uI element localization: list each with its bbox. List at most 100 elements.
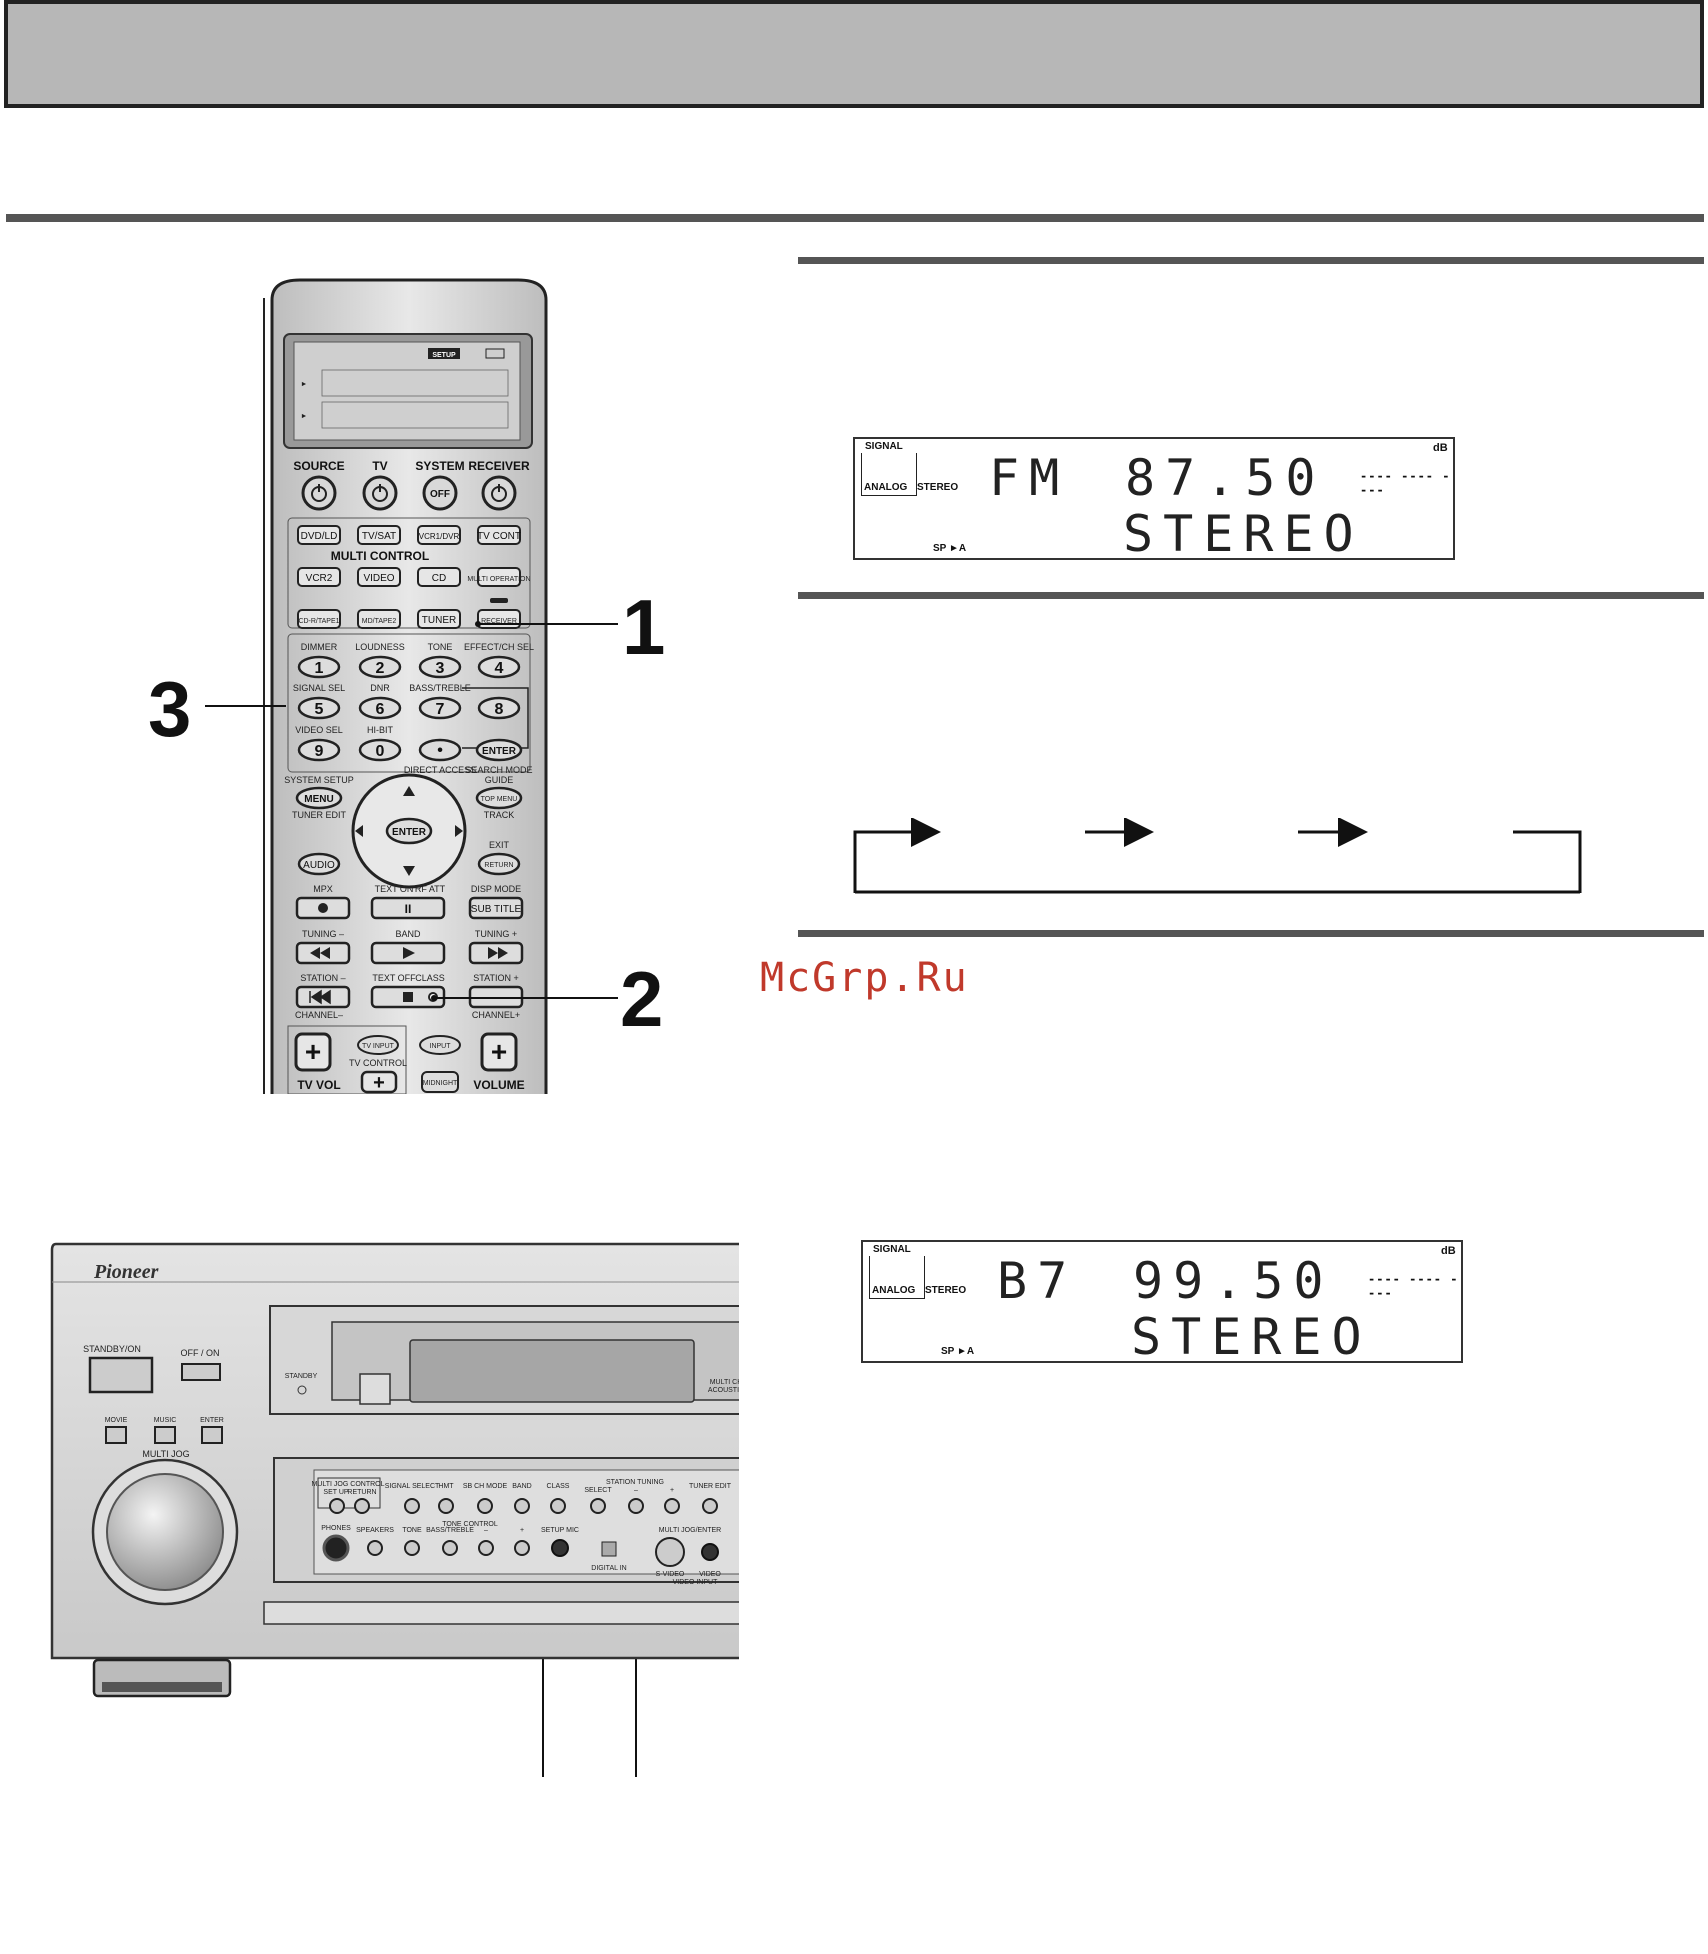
speaker-off-on-button[interactable]	[181, 1363, 221, 1381]
setup-mic-jack[interactable]	[551, 1539, 569, 1557]
tuning-minus-label: –	[634, 1487, 638, 1494]
video-button-label: VIDEO	[363, 573, 394, 584]
receiver-button-label: RECEIVER	[481, 618, 517, 625]
multi-operation-label: MULTI OPERATION	[467, 576, 530, 583]
channel-plus-label: CHANNEL+	[472, 1010, 520, 1020]
num-button-0[interactable]	[358, 738, 402, 762]
front-buttons-top[interactable]	[329, 1498, 718, 1514]
tv-control-plus-button[interactable]	[360, 1070, 398, 1094]
phones-jack[interactable]	[322, 1534, 350, 1562]
set-up-label: SET UP	[323, 1489, 348, 1496]
num-button-8[interactable]	[477, 696, 521, 720]
cycle-diagram	[853, 818, 1582, 894]
s-video-jack	[655, 1537, 685, 1567]
num-button-label: 5	[315, 701, 324, 718]
speaker-indicator: SP ►A	[941, 1346, 975, 1357]
volume-plus-button[interactable]	[480, 1032, 518, 1072]
num-button-6[interactable]	[358, 696, 402, 720]
num-button-1[interactable]	[297, 655, 341, 679]
watermark: McGrp.Ru	[760, 955, 969, 1001]
mode-buttons[interactable]	[105, 1426, 223, 1444]
num-button-caption: LOUDNESS	[355, 642, 405, 652]
svg-text:►: ►	[301, 413, 308, 420]
input-buttons-row1[interactable]	[297, 525, 521, 545]
input-button[interactable]	[419, 1035, 461, 1055]
num-button-label: 3	[436, 660, 445, 677]
volume-plus-label: +	[491, 1036, 507, 1067]
callout-2: 2	[620, 955, 664, 1043]
music-label: MUSIC	[154, 1417, 177, 1424]
pioneer-logo: Pioneer	[93, 1261, 159, 1283]
front-buttons-bottom[interactable]	[367, 1540, 530, 1556]
standby-on-button[interactable]	[88, 1356, 154, 1394]
preset-readout: B7	[997, 1252, 1078, 1310]
setup-badge: SETUP	[432, 352, 456, 359]
num-button-4[interactable]	[477, 655, 521, 679]
digital-in-label: DIGITAL IN	[591, 1565, 626, 1572]
analog-label: ANALOG	[872, 1285, 916, 1296]
db-label: dB	[1433, 442, 1448, 454]
select-label: SELECT	[584, 1487, 612, 1494]
receiver-label: RECEIVER	[468, 459, 530, 473]
off-label: OFF	[430, 489, 450, 500]
setup-mic-label: SETUP MIC	[541, 1527, 579, 1534]
multi-control-label: MULTI CONTROL	[331, 549, 429, 563]
tone-minus-label: –	[484, 1527, 488, 1534]
signal-label: SIGNAL	[873, 1244, 911, 1255]
section-rule-top	[6, 214, 1704, 222]
num-button-label: 4	[495, 660, 504, 677]
midnight-button[interactable]	[421, 1071, 459, 1093]
tv-vol-plus-button[interactable]	[294, 1032, 332, 1072]
multi-ch-label: MULTI CH	[710, 1379, 743, 1386]
rf-att-label: RF ATT	[415, 884, 446, 894]
return-button[interactable]	[477, 852, 521, 876]
guide-label: GUIDE	[485, 775, 514, 785]
nav-enter-label: ENTER	[392, 827, 427, 838]
power-buttons[interactable]	[301, 475, 517, 511]
num-button-label: 9	[315, 743, 324, 760]
step-rule-1	[798, 257, 1704, 264]
num-button-label: 6	[376, 701, 385, 718]
num-button-3[interactable]	[418, 655, 462, 679]
tone-control-label: TONE CONTROL	[442, 1521, 498, 1528]
receiver-front-panel: Pioneer STANDBY MULTI CH ACOUSTIC STANDB…	[50, 1242, 744, 1698]
num-button-caption: BASS/TREBLE	[409, 683, 471, 693]
top-menu-button[interactable]	[475, 786, 523, 810]
num-button-caption: TONE	[428, 642, 453, 652]
track-label: TRACK	[484, 810, 515, 820]
callout-1: 1	[622, 583, 666, 671]
band-readout: FM	[989, 449, 1070, 507]
audio-button[interactable]	[297, 852, 341, 876]
tuner-edit-label: TUNER EDIT	[292, 810, 347, 820]
movie-label: MOVIE	[105, 1417, 128, 1424]
num-button-caption: SIGNAL SEL	[293, 683, 345, 693]
num-button-9[interactable]	[297, 738, 341, 762]
signal-select-label: SIGNAL SELECT	[385, 1483, 440, 1490]
dvd-button-label: DVD/LD	[301, 531, 338, 542]
digital-in-port	[601, 1541, 617, 1557]
num-button-7[interactable]	[418, 696, 462, 720]
num-button-2[interactable]	[358, 655, 402, 679]
remote-control: ► ► SETUP SOURCE TV SYSTEM RECEIVER OFF …	[263, 278, 548, 1094]
menu-button[interactable]	[295, 786, 343, 810]
system-label: SYSTEM	[415, 459, 464, 473]
step-rule-3	[798, 930, 1704, 937]
station-tuning-label: STATION TUNING	[606, 1479, 664, 1486]
enter-button-label: ENTER	[482, 746, 517, 757]
stereo-readout: STEREO	[1123, 505, 1364, 563]
tv-input-button[interactable]	[357, 1035, 399, 1055]
nav-enter-button[interactable]	[385, 817, 433, 845]
dot-button-label: •	[437, 742, 443, 759]
num-button-5[interactable]	[297, 696, 341, 720]
text-on-label: TEXT ON	[375, 884, 414, 894]
num-button-caption: DNR	[370, 683, 390, 693]
tuning-plus-label: TUNING +	[475, 929, 517, 939]
num-button-label: 2	[376, 660, 385, 677]
tv-vol-plus-label: +	[305, 1036, 321, 1067]
tv-vol-label: TV VOL	[297, 1078, 340, 1092]
standby-on-label: STANDBY/ON	[83, 1344, 141, 1354]
input-buttons-row3[interactable]	[297, 609, 521, 629]
input-buttons-row2[interactable]	[297, 567, 521, 587]
tone-plus-label: +	[520, 1527, 524, 1534]
midnight-label: MIDNIGHT	[423, 1080, 458, 1087]
